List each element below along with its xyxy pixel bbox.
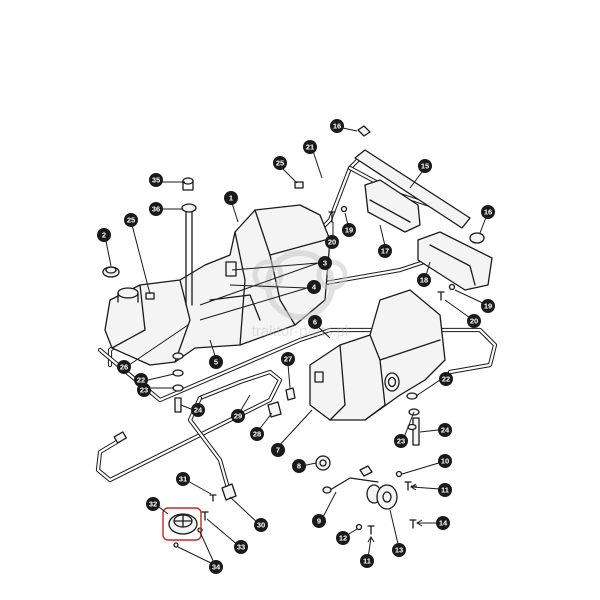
callout-10[interactable]: 10 bbox=[438, 454, 452, 468]
callout-23-left[interactable]: 23 bbox=[137, 383, 151, 397]
callout-36[interactable]: 36 bbox=[149, 202, 163, 216]
svg-text:23: 23 bbox=[140, 386, 148, 395]
svg-text:20: 20 bbox=[328, 238, 336, 247]
svg-text:30: 30 bbox=[257, 521, 265, 530]
callout-6[interactable]: 6 bbox=[308, 315, 322, 329]
callout-23-right[interactable]: 23 bbox=[394, 434, 408, 448]
svg-text:18: 18 bbox=[420, 276, 428, 285]
callout-31[interactable]: 31 bbox=[176, 472, 190, 486]
svg-text:20: 20 bbox=[470, 317, 478, 326]
svg-text:35: 35 bbox=[152, 176, 160, 185]
callout-33[interactable]: 33 bbox=[234, 540, 248, 554]
callout-11-bottom[interactable]: 11 bbox=[360, 554, 374, 568]
svg-text:13: 13 bbox=[395, 546, 403, 555]
callout-32[interactable]: 32 bbox=[146, 497, 160, 511]
callout-20-right[interactable]: 20 bbox=[467, 314, 481, 328]
callout-24-left[interactable]: 24 bbox=[191, 403, 205, 417]
callout-27[interactable]: 27 bbox=[281, 352, 295, 366]
callout-25-top[interactable]: 25 bbox=[273, 156, 287, 170]
right-fuel-tank bbox=[309, 289, 446, 421]
svg-text:5: 5 bbox=[214, 358, 218, 367]
svg-text:11: 11 bbox=[441, 486, 449, 495]
svg-text:7: 7 bbox=[276, 446, 280, 455]
callout-18[interactable]: 18 bbox=[417, 273, 431, 287]
callout-16-top[interactable]: 16 bbox=[330, 119, 344, 133]
svg-text:16: 16 bbox=[333, 122, 341, 131]
svg-text:25: 25 bbox=[127, 216, 135, 225]
callout-19-right[interactable]: 19 bbox=[481, 299, 495, 313]
svg-text:32: 32 bbox=[149, 500, 157, 509]
svg-text:22: 22 bbox=[137, 376, 145, 385]
callout-15[interactable]: 15 bbox=[418, 159, 432, 173]
callout-26[interactable]: 26 bbox=[117, 360, 131, 374]
callout-25-left[interactable]: 25 bbox=[124, 213, 138, 227]
svg-text:26: 26 bbox=[120, 363, 128, 372]
svg-text:11: 11 bbox=[363, 557, 371, 566]
callout-35[interactable]: 35 bbox=[149, 173, 163, 187]
svg-text:10: 10 bbox=[441, 457, 449, 466]
svg-text:19: 19 bbox=[345, 226, 353, 235]
callout-7[interactable]: 7 bbox=[271, 443, 285, 457]
callout-9[interactable]: 9 bbox=[312, 514, 326, 528]
svg-text:14: 14 bbox=[439, 519, 448, 528]
callout-13[interactable]: 13 bbox=[392, 543, 406, 557]
svg-text:29: 29 bbox=[234, 412, 242, 421]
svg-text:8: 8 bbox=[297, 462, 301, 471]
svg-text:17: 17 bbox=[381, 247, 389, 256]
callout-20-top[interactable]: 20 bbox=[325, 235, 339, 249]
callout-12[interactable]: 12 bbox=[336, 531, 350, 545]
svg-text:25: 25 bbox=[276, 159, 284, 168]
svg-text:1: 1 bbox=[229, 194, 233, 203]
callout-24-right[interactable]: 24 bbox=[438, 423, 452, 437]
callout-17[interactable]: 17 bbox=[378, 244, 392, 258]
callout-28[interactable]: 28 bbox=[250, 427, 264, 441]
svg-text:22: 22 bbox=[442, 375, 450, 384]
callout-8[interactable]: 8 bbox=[292, 459, 306, 473]
callout-22-right[interactable]: 22 bbox=[439, 372, 453, 386]
left-fuel-tank bbox=[104, 204, 331, 366]
callout-5[interactable]: 5 bbox=[209, 355, 223, 369]
callout-30[interactable]: 30 bbox=[254, 518, 268, 532]
svg-text:2: 2 bbox=[102, 231, 106, 240]
svg-text:12: 12 bbox=[339, 534, 347, 543]
watermark-logo: traktor-parts.pl bbox=[252, 250, 349, 340]
svg-text:27: 27 bbox=[284, 355, 292, 364]
svg-text:24: 24 bbox=[441, 426, 450, 435]
callout-14[interactable]: 14 bbox=[436, 516, 450, 530]
callout-4[interactable]: 4 bbox=[307, 280, 321, 294]
callout-29[interactable]: 29 bbox=[231, 409, 245, 423]
svg-text:24: 24 bbox=[194, 406, 203, 415]
svg-text:36: 36 bbox=[152, 205, 160, 214]
svg-text:34: 34 bbox=[212, 563, 221, 572]
callout-11-right[interactable]: 11 bbox=[438, 483, 452, 497]
svg-text:15: 15 bbox=[421, 162, 429, 171]
svg-text:31: 31 bbox=[179, 475, 187, 484]
svg-text:9: 9 bbox=[317, 517, 321, 526]
svg-text:6: 6 bbox=[313, 318, 317, 327]
watermark-text: traktor-parts.pl bbox=[252, 323, 349, 340]
callout-34[interactable]: 34 bbox=[209, 560, 223, 574]
brackets bbox=[145, 125, 493, 301]
small-parts bbox=[102, 177, 420, 548]
callout-3[interactable]: 3 bbox=[318, 256, 332, 270]
svg-text:19: 19 bbox=[484, 302, 492, 311]
svg-text:23: 23 bbox=[397, 437, 405, 446]
callouts: 35 36 1 2 25 25 21 16 15 16 17 18 19 20 … bbox=[97, 119, 495, 574]
svg-text:4: 4 bbox=[312, 283, 317, 292]
callout-21[interactable]: 21 bbox=[303, 140, 317, 154]
highlight-box-32 bbox=[162, 507, 202, 541]
svg-text:21: 21 bbox=[306, 143, 314, 152]
callout-2[interactable]: 2 bbox=[97, 228, 111, 242]
callout-19-top[interactable]: 19 bbox=[342, 223, 356, 237]
svg-text:28: 28 bbox=[253, 430, 261, 439]
svg-text:33: 33 bbox=[237, 543, 245, 552]
svg-text:3: 3 bbox=[323, 259, 327, 268]
callout-1[interactable]: 1 bbox=[224, 191, 238, 205]
svg-text:16: 16 bbox=[484, 208, 492, 217]
callout-16-right[interactable]: 16 bbox=[481, 205, 495, 219]
